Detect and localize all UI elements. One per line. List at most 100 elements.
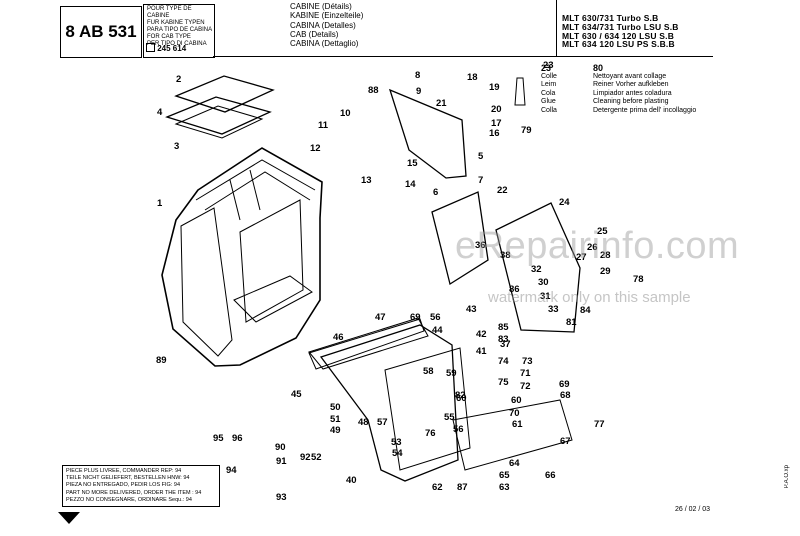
cab-type-line: POUR TYPE DE CABINE: [147, 6, 192, 19]
footnote-line: PEZZO NO CONSEGNARE, ORDINARE Sequ.: 94: [66, 496, 192, 503]
callout-2: 2: [176, 74, 181, 85]
cab-type-line: PER TIPO DI CABINA: [147, 41, 207, 47]
callout-70: 70: [509, 408, 520, 419]
callout-72: 72: [520, 381, 531, 392]
drawing-code: 8 AB 531: [60, 6, 142, 58]
callout-15: 15: [407, 158, 418, 169]
callout-6: 6: [433, 187, 438, 198]
watermark-site: eRepairinfo.com: [455, 225, 740, 267]
callout-53: 53: [391, 437, 402, 448]
cab-front-opening: [180, 199, 304, 357]
model-line: MLT 634/731 Turbo LSU S.B: [562, 21, 679, 32]
checkbox-icon: [146, 43, 155, 52]
callout-13: 13: [361, 175, 372, 186]
callout-20: 20: [491, 104, 502, 115]
title-line: CABINA (Dettaglio): [290, 39, 359, 49]
callout-46: 46: [333, 332, 344, 343]
sill-panel: [452, 399, 573, 471]
callout-33: 33: [548, 304, 559, 315]
cleaner-line: Limpiador antes coladura: [593, 89, 672, 97]
callout-56: 56: [430, 312, 441, 323]
callout-16: 16: [489, 128, 500, 139]
callout-96: 96: [232, 433, 243, 444]
callout-60: 60: [511, 395, 522, 406]
cab-frame: [161, 147, 323, 367]
side-code: P.A.O.xp: [784, 465, 790, 489]
callout-51: 51: [330, 414, 341, 425]
callout-78: 78: [633, 274, 644, 285]
callout-73: 73: [522, 356, 533, 367]
callout-45: 45: [291, 389, 302, 400]
cab-floor: [233, 275, 313, 323]
model-line: MLT 630/731 Turbo S.B: [562, 13, 659, 23]
door-seal: [308, 317, 429, 370]
callout-94: 94: [226, 465, 237, 476]
callout-47: 47: [375, 312, 386, 323]
callout-21: 21: [436, 98, 447, 109]
callout-26: 26: [587, 242, 598, 253]
callout-42: 42: [476, 329, 487, 340]
callout-23: 23: [543, 60, 554, 71]
callout-88: 88: [368, 85, 379, 96]
title-line: CABINA (Detalles): [290, 20, 356, 30]
model-list: MLT 630/731 Turbo S.B MLT 634/731 Turbo …: [562, 14, 679, 49]
title-line: CABINE (Détails): [290, 2, 352, 11]
footnote-line: PIECE PLUS LIVREE, COMMANDER REP: 94: [66, 468, 182, 474]
callout-69: 69: [559, 379, 570, 390]
callout-3: 3: [174, 141, 179, 152]
glue-legend: 23 Colle Leim Cola Glue Colla: [541, 64, 557, 116]
title-line: CAB (Details): [290, 29, 339, 39]
glue-line: Cola: [541, 89, 556, 97]
callout-77: 77: [594, 419, 605, 430]
callout-49: 49: [330, 425, 341, 436]
callout-9: 9: [416, 86, 421, 97]
cleaner-line: Cleaning before plasting: [593, 98, 669, 106]
callout-81: 81: [566, 317, 577, 328]
nav-down-icon[interactable]: [58, 512, 80, 524]
roof-glass-seal: [165, 96, 272, 135]
callout-90: 90: [275, 442, 286, 453]
door-glass: [431, 191, 489, 286]
callout-61: 61: [512, 419, 523, 430]
callout-56: 56: [453, 424, 464, 435]
footnote-line: PIEZA NO ENTREGADO, PEDIR LOS FIG: 94: [66, 482, 180, 489]
callout-4: 4: [157, 107, 163, 118]
date-label: 26 / 02 / 03: [674, 506, 710, 513]
callout-32: 32: [531, 264, 542, 275]
model-line: MLT 634 120 LSU PS S.B.B: [562, 39, 675, 50]
callout-5: 5: [478, 151, 484, 162]
callout-59: 59: [446, 368, 457, 379]
callout-25: 25: [597, 226, 608, 237]
callout-83: 83: [498, 334, 509, 345]
callout-44: 44: [432, 325, 443, 336]
footnote-line: PART NO MORE DELIVERED, ORDER THE ITEM :…: [66, 489, 202, 496]
glue-line: Colla: [541, 106, 557, 114]
callout-87: 87: [457, 482, 468, 493]
cab-type-box: POUR TYPE DE CABINE FUR KABINE TYPEN PAR…: [143, 4, 215, 58]
callout-75: 75: [498, 377, 509, 388]
callout-58: 58: [423, 366, 434, 377]
callout-89: 89: [156, 355, 167, 366]
model-line: MLT 630 / 634 120 LSU S.B: [562, 30, 675, 41]
callout-48: 48: [358, 417, 369, 428]
callout-84: 84: [580, 305, 591, 316]
footnote-box: PIECE PLUS LIVREE, COMMANDER REP: 94 TEI…: [62, 465, 220, 508]
cleaner-legend: 80 Nettoyant avant collage Reiner Vorher…: [593, 64, 696, 116]
cab-type-line: PARA TIPO DE CABINA: [147, 27, 213, 33]
side-window: [388, 88, 467, 179]
callout-12: 12: [310, 143, 321, 154]
callout-69: 69: [410, 312, 421, 323]
callout-68: 68: [560, 390, 571, 401]
callout-1: 1: [157, 198, 163, 209]
callout-14: 14: [405, 179, 416, 190]
callout-28: 28: [600, 250, 611, 261]
callout-74: 74: [498, 356, 509, 367]
callout-37: 37: [500, 339, 511, 350]
title-block: CABINE (Détails) KABINE (Einzelteile) CA…: [290, 2, 363, 48]
roof-glass-frame: [174, 105, 264, 139]
callout-8: 8: [415, 70, 420, 81]
callout-40: 40: [346, 475, 357, 486]
callout-71: 71: [520, 368, 531, 379]
watermark-note: watermark only on this sample: [488, 289, 691, 306]
callout-65: 65: [499, 470, 510, 481]
